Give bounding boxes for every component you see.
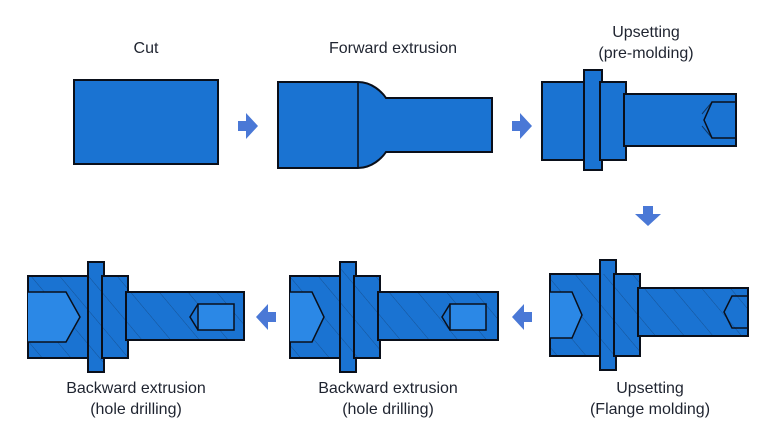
backward-extrusion-part-2: [27, 261, 245, 373]
arrow-down: [635, 206, 661, 226]
label-backward-extrusion-2: Backward extrusion (hole drilling): [38, 378, 234, 420]
arrow-right-2: [512, 113, 532, 139]
label-upset-pre-line-1: Upsetting: [612, 24, 680, 41]
upset-flange-part: [549, 259, 749, 371]
label-backward-1-line-2: (hole drilling): [342, 401, 434, 418]
label-forward-extrusion: Forward extrusion: [300, 38, 486, 59]
label-upset-flange-line-2: (Flange molding): [589, 401, 711, 418]
label-forward-line-1: Forward extrusion: [328, 40, 458, 57]
arrow-right-1: [238, 113, 258, 139]
arrow-left-2: [256, 304, 276, 330]
arrow-left-1: [512, 304, 532, 330]
label-upsetting-pre: Upsetting (pre-molding): [568, 22, 724, 64]
label-backward-1-line-1: Backward extrusion: [318, 380, 458, 397]
label-backward-extrusion-1: Backward extrusion (hole drilling): [290, 378, 486, 420]
label-upset-flange-line-1: Upsetting: [616, 380, 684, 397]
forward-extrusion-part: [277, 81, 493, 169]
label-upset-pre-line-2: (pre-molding): [598, 45, 694, 62]
label-cut: Cut: [108, 38, 184, 59]
cut-billet: [73, 79, 219, 165]
label-backward-2-line-2: (hole drilling): [90, 401, 182, 418]
backward-extrusion-part-1: [289, 261, 499, 373]
label-upsetting-flange: Upsetting (Flange molding): [560, 378, 740, 420]
label-cut-line-1: Cut: [133, 40, 159, 57]
upset-pre-part: [541, 69, 737, 171]
label-backward-2-line-1: Backward extrusion: [66, 380, 206, 397]
